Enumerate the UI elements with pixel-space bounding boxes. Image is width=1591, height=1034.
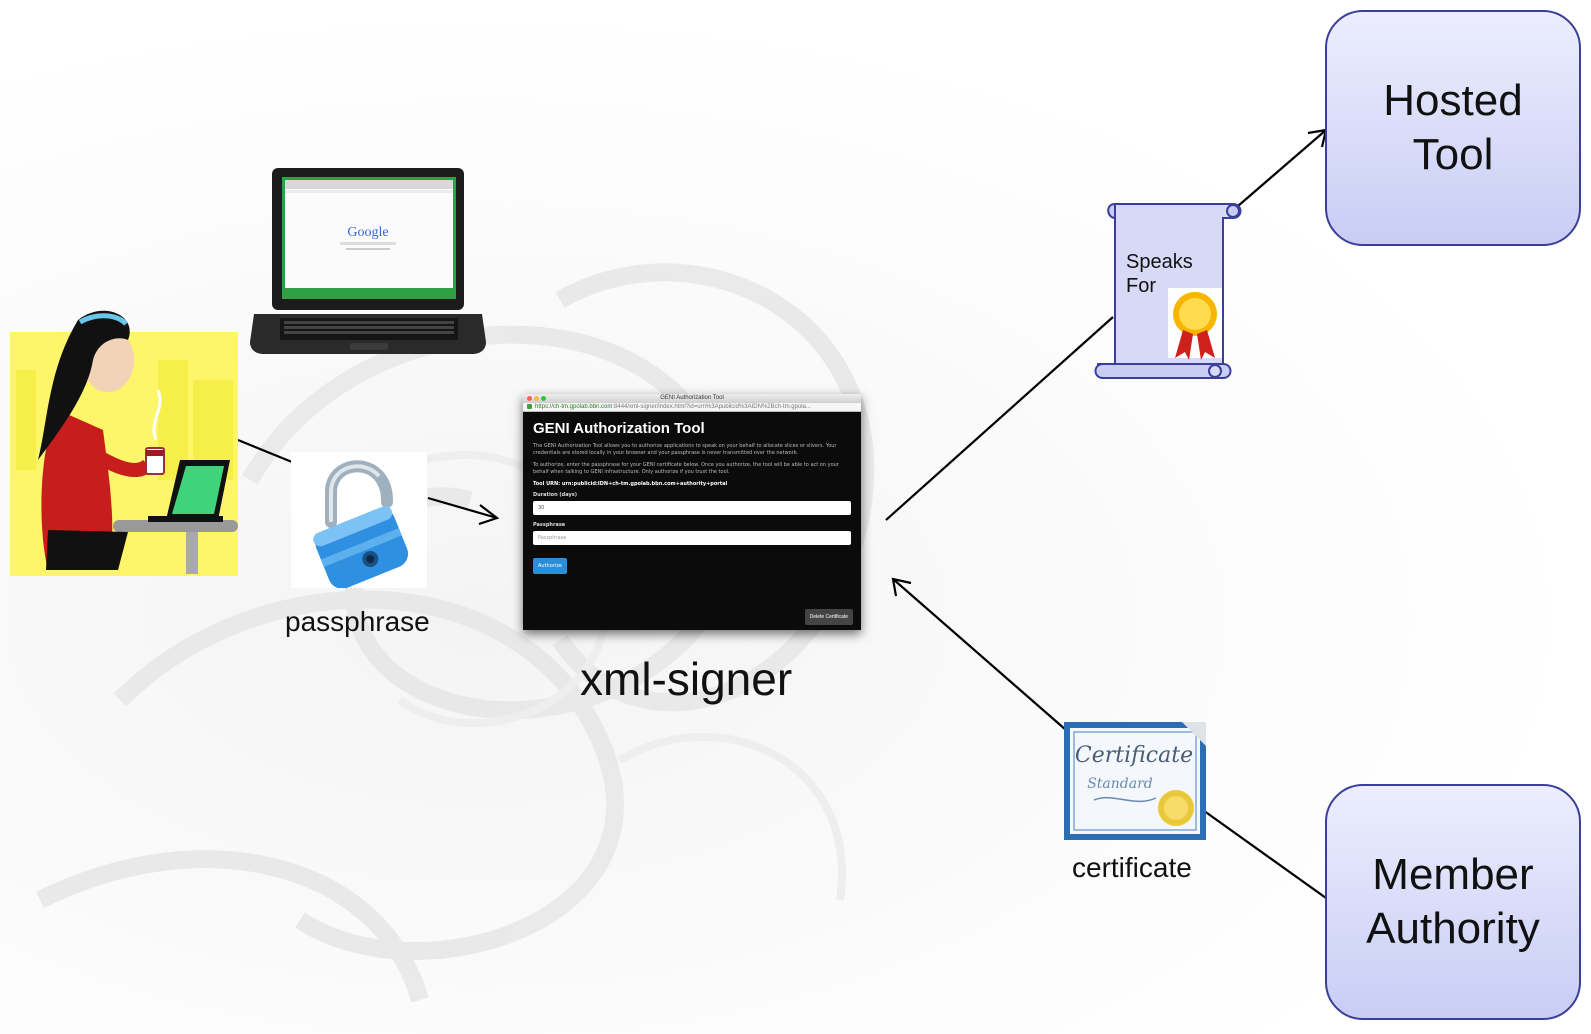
duration-label: Duration (days) — [533, 492, 577, 498]
delete-certificate-button: Delete Certificate — [804, 609, 853, 625]
laptop-icon: Google — [250, 168, 486, 354]
url-host: https://ch-tm.gpolab.bbn.com — [535, 404, 613, 410]
passphrase-input: Passphrase — [533, 531, 851, 545]
padlock-open-icon — [291, 452, 427, 588]
hosted-tool-box: Hosted Tool — [1325, 10, 1581, 246]
speaks-for-label: Speaks For — [1126, 251, 1193, 297]
cert-to-signer-arrow — [892, 578, 1067, 731]
tool-heading: GENI Authorization Tool — [533, 420, 705, 437]
certificate-subtitle: Standard — [1087, 776, 1153, 792]
certificate-label: certificate — [1072, 852, 1192, 883]
speaks-for-scroll-icon — [1094, 203, 1242, 379]
window-title: GENI Authorization Tool — [660, 395, 724, 401]
url-bar: https://ch-tm.gpolab.bbn.com:8444/xml-si… — [523, 403, 861, 412]
laptop-google-text: Google — [347, 225, 388, 240]
scroll-to-hosted-arrow — [1237, 129, 1327, 207]
duration-input: 30 — [533, 501, 851, 515]
signer-to-scroll-line — [885, 316, 1114, 521]
person-to-lock-line — [237, 438, 293, 464]
xml-signer-label: xml-signer — [580, 653, 793, 705]
passphrase-field-label: Passphrase — [533, 522, 566, 528]
certificate-icon: Certificate Standard — [1064, 722, 1206, 840]
xml-signer-screenshot: GENI Authorization Tool https://ch-tm.gp… — [523, 394, 861, 630]
url-path: :8444/xml-signer/index.html?id=urn%3Apub… — [612, 404, 811, 410]
lock-icon — [527, 404, 532, 409]
passphrase-label: passphrase — [285, 606, 430, 637]
tool-urn: Tool URN: urn:publicid:IDN+ch-tm.gpolab.… — [533, 481, 728, 487]
authorize-button: Authorize — [533, 558, 567, 574]
window-titlebar: GENI Authorization Tool — [523, 394, 861, 403]
certificate-title: Certificate — [1075, 743, 1193, 768]
member-authority-box: Member Authority — [1325, 784, 1581, 1020]
tool-instructions: To authorize, enter the passphrase for y… — [533, 462, 839, 475]
lock-to-signer-arrow — [427, 496, 498, 520]
person-laptop-icon — [10, 310, 238, 576]
authority-to-cert-line — [1199, 807, 1327, 899]
tool-description: The GENI Authorization Tool allows you t… — [533, 443, 837, 456]
